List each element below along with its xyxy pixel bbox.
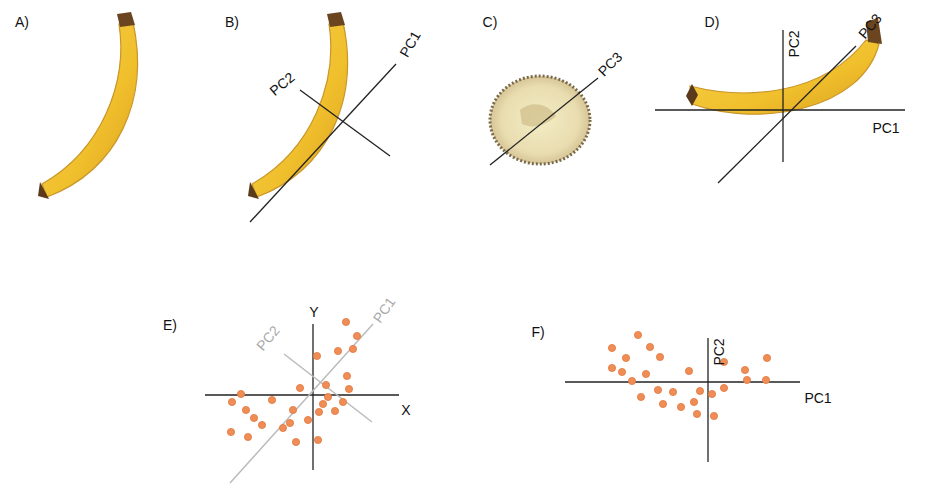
data-point bbox=[642, 370, 649, 377]
data-point bbox=[279, 424, 286, 431]
data-point bbox=[345, 385, 352, 392]
data-point bbox=[622, 354, 629, 361]
data-point bbox=[237, 390, 244, 397]
y-axis bbox=[312, 324, 313, 470]
axis-label: PC1 bbox=[804, 390, 831, 406]
data-point bbox=[258, 421, 265, 428]
data-point bbox=[319, 400, 326, 407]
data-point bbox=[228, 398, 235, 405]
scatter-points bbox=[227, 318, 770, 445]
data-point bbox=[628, 377, 635, 384]
banana-body bbox=[42, 22, 137, 197]
data-point bbox=[646, 343, 653, 350]
data-point bbox=[334, 347, 341, 354]
data-point bbox=[242, 406, 249, 413]
banana-tip bbox=[248, 182, 259, 199]
panel-letter: D) bbox=[705, 14, 720, 30]
data-point bbox=[304, 416, 311, 423]
data-point bbox=[720, 384, 727, 391]
axis-label: PC2 bbox=[266, 69, 297, 99]
banana-slice bbox=[490, 76, 590, 164]
axis-label: PC3 bbox=[595, 49, 626, 80]
data-point bbox=[353, 332, 360, 339]
data-point bbox=[268, 396, 275, 403]
data-point bbox=[634, 331, 641, 338]
data-point bbox=[339, 398, 346, 405]
axis-label: PC2 bbox=[786, 30, 802, 57]
data-point bbox=[669, 388, 676, 395]
data-point bbox=[656, 353, 663, 360]
data-point bbox=[315, 408, 322, 415]
data-point bbox=[250, 414, 257, 421]
data-point bbox=[608, 364, 615, 371]
data-point bbox=[324, 393, 331, 400]
data-point bbox=[685, 367, 692, 374]
axis-label: PC2 bbox=[711, 338, 727, 365]
banana-stem bbox=[117, 12, 135, 27]
x-axis bbox=[205, 394, 399, 395]
data-point bbox=[696, 387, 703, 394]
panel-letter: B) bbox=[225, 14, 239, 30]
pc1-axis bbox=[655, 109, 905, 110]
data-point bbox=[349, 345, 356, 352]
data-point bbox=[331, 407, 338, 414]
data-point bbox=[637, 393, 644, 400]
axis-label: X bbox=[401, 402, 410, 418]
axis-label: PC1 bbox=[396, 28, 423, 60]
data-point bbox=[710, 412, 717, 419]
data-point bbox=[693, 410, 700, 417]
data-point bbox=[608, 344, 615, 351]
data-point bbox=[677, 403, 684, 410]
banana-tip bbox=[38, 182, 49, 199]
data-point bbox=[708, 390, 715, 397]
axis-label: Y bbox=[309, 304, 318, 320]
pc1-axis bbox=[250, 64, 396, 222]
axis-label: PC1 bbox=[370, 294, 399, 325]
banana bbox=[38, 12, 137, 199]
data-point bbox=[322, 381, 329, 388]
data-point bbox=[762, 376, 769, 383]
pc2-axis bbox=[284, 354, 372, 422]
banana bbox=[686, 18, 882, 114]
data-point bbox=[314, 436, 321, 443]
data-point bbox=[227, 428, 234, 435]
pc2-axis bbox=[300, 90, 390, 156]
pc2-axis bbox=[707, 338, 708, 462]
pc1-axis bbox=[230, 324, 373, 483]
data-point bbox=[244, 433, 251, 440]
data-point bbox=[292, 438, 299, 445]
panel-letter: C) bbox=[483, 14, 498, 30]
data-point bbox=[286, 419, 293, 426]
data-point bbox=[654, 386, 661, 393]
data-point bbox=[342, 318, 349, 325]
axis-label: PC2 bbox=[253, 322, 283, 353]
panel-letter: E) bbox=[163, 317, 177, 333]
banana-stem bbox=[327, 12, 345, 27]
data-point bbox=[618, 368, 625, 375]
panel-letter: A) bbox=[15, 14, 29, 30]
pc3-axis bbox=[718, 46, 856, 183]
data-point bbox=[659, 400, 666, 407]
pc3-axis bbox=[490, 78, 598, 165]
data-point bbox=[313, 352, 320, 359]
banana-tip bbox=[686, 84, 698, 106]
data-point bbox=[763, 354, 770, 361]
axis-label: PC1 bbox=[872, 120, 899, 136]
data-point bbox=[690, 398, 697, 405]
banana-body bbox=[252, 22, 347, 197]
pc2-axis bbox=[782, 30, 783, 162]
data-point bbox=[296, 384, 303, 391]
data-point bbox=[343, 372, 350, 379]
data-point bbox=[743, 376, 750, 383]
panel-letter: F) bbox=[531, 324, 544, 340]
data-point bbox=[741, 366, 748, 373]
data-point bbox=[289, 406, 296, 413]
